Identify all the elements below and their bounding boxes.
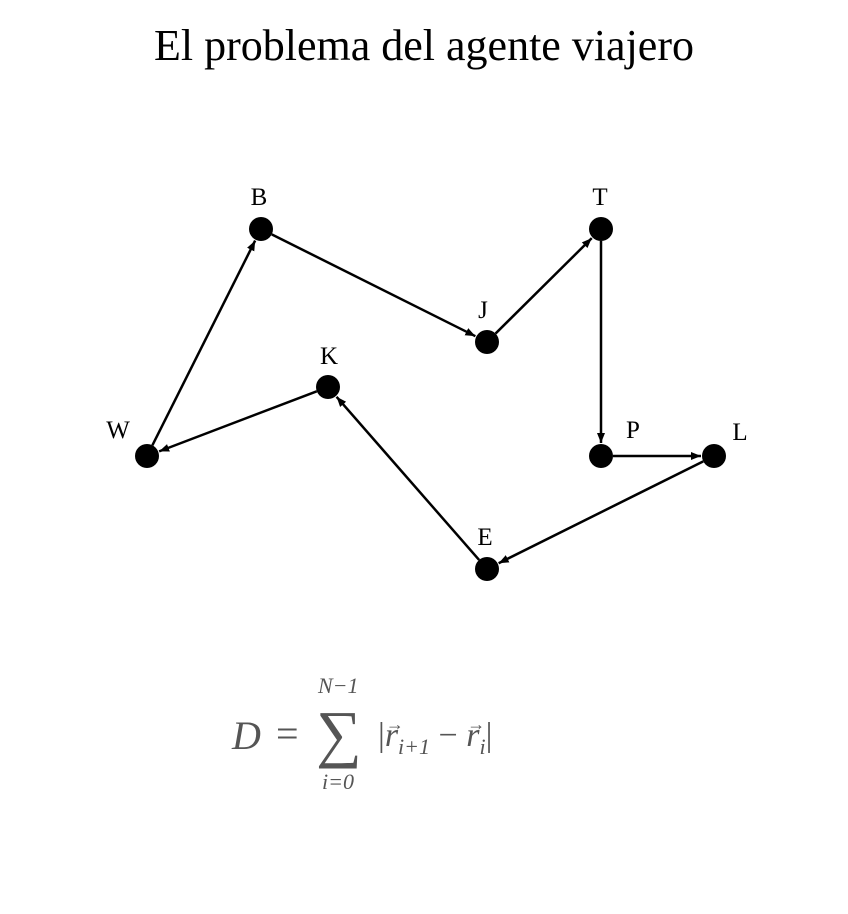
node-t [589,217,613,241]
formula-lhs: D [232,713,261,758]
edge-l-to-e [498,460,704,565]
edge-w-to-b [151,240,257,446]
formula-bar-left: | [378,717,385,754]
node-b [249,217,273,241]
edge-k-to-w [158,390,318,453]
route-nodes: B T J K W P L E [106,184,748,581]
node-l [702,444,726,468]
distance-formula: D = N−1 ∑ i=0 |ri+1 − ri| [228,672,588,802]
formula-bar-right: | [485,717,493,754]
node-label-w: W [106,417,130,444]
node-label-k: K [320,343,338,370]
formula-subscript-current: i [479,734,486,759]
node-label-j: J [478,297,488,324]
formula-subscript-next: i+1 [398,734,431,759]
page-title: El problema del agente viajero [154,21,694,70]
formula-upper-limit: N−1 [318,673,359,698]
formula-rhs: |ri+1 − ri| [378,704,493,759]
node-label-e: E [477,524,492,551]
node-j [475,330,499,354]
formula-minus: − [430,717,467,754]
route-edges [151,233,704,565]
edge-j-to-t [494,237,593,335]
formula-lower-limit: i=0 [322,769,354,794]
position-vector-current: r [466,704,485,756]
node-w [135,444,159,468]
edge-e-to-k [335,395,481,561]
node-label-b: B [251,184,268,211]
edge-b-to-j [271,233,476,338]
node-label-t: T [592,184,607,211]
node-p [589,444,613,468]
node-e [475,557,499,581]
node-k [316,375,340,399]
position-vector-next: r [385,704,404,756]
node-label-p: P [626,417,640,444]
sum-symbol: ∑ [316,698,362,769]
formula-equals: = [276,711,299,756]
node-label-l: L [732,419,747,446]
